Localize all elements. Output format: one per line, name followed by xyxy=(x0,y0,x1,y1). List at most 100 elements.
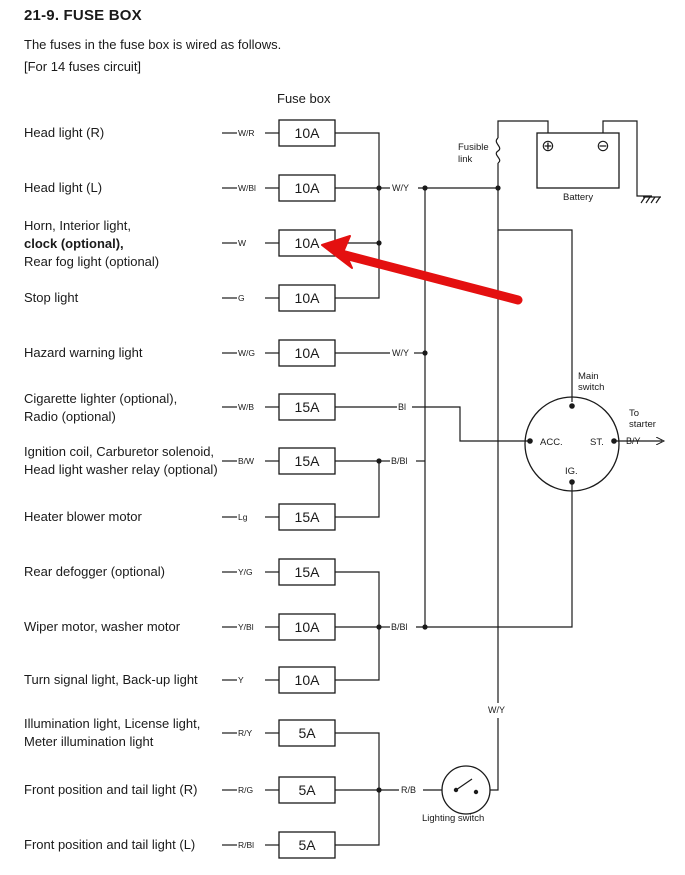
wire-color-labels: W/Y W/Y Bl B/Bl B/Bl W/Y R/B B/Y xyxy=(391,183,641,795)
fuse-row: W/R 10A xyxy=(222,119,336,147)
section-title: 21-9. FUSE BOX xyxy=(24,7,142,24)
acc-terminal-label: ACC. xyxy=(540,437,563,448)
wire-color-label: B/W xyxy=(238,456,254,466)
fuse-box xyxy=(278,174,336,202)
wire-color-label: R/Bl xyxy=(238,840,254,850)
circuit-label-line: Front position and tail light (R) xyxy=(24,782,198,797)
lighting-switch-label: Lighting switch xyxy=(422,813,484,824)
fuse-box xyxy=(278,666,336,694)
circuit-label-line: Head light (L) xyxy=(24,180,103,195)
circuit-label-line: Hazard warning light xyxy=(24,345,143,360)
battery-icon: ⊕ ⊖ xyxy=(536,132,620,189)
circuit-label-line: Rear fog light (optional) xyxy=(24,254,160,269)
fuse-row: Y/G 15A xyxy=(222,558,336,586)
circuit-label-line: Horn, Interior light, xyxy=(24,218,131,233)
fuse-box xyxy=(278,613,336,641)
circuit-label: Front position and tail light (L) xyxy=(24,836,195,854)
fuse-box xyxy=(278,119,336,147)
fuse-rating: 15A xyxy=(295,564,321,580)
circuit-label: Ignition coil, Carburetor solenoid, Head … xyxy=(24,443,218,479)
fuse-row: W/Bl 10A xyxy=(222,174,336,202)
fuse-rating: 10A xyxy=(295,290,321,306)
fuse-row: G 10A xyxy=(222,284,336,312)
circuit-label-line: Head light (R) xyxy=(24,125,105,140)
circuit-label-line: Rear defogger (optional) xyxy=(24,564,165,579)
fuse-row: Lg 15A xyxy=(222,503,336,531)
fuse-rating: 5A xyxy=(298,725,316,741)
ground-icon xyxy=(640,196,661,204)
wire-color-label: W/G xyxy=(238,348,255,358)
wy-vertical-label: W/Y xyxy=(488,705,505,715)
main-switch-icon xyxy=(524,396,620,492)
to-starter-label-2: starter xyxy=(629,419,656,430)
wire-color-label: W/Bl xyxy=(238,183,256,193)
fuse-box xyxy=(278,339,336,367)
fuse-row: R/Y 5A xyxy=(222,719,336,747)
intro-text: The fuses in the fuse box is wired as fo… xyxy=(24,37,282,52)
b-bl-ig-label: B/Bl xyxy=(391,456,408,466)
circuit-label-line: clock (optional), xyxy=(24,236,124,251)
starter-wire-label: B/Y xyxy=(626,436,641,446)
circuit-label-line: Ignition coil, Carburetor solenoid, xyxy=(24,444,215,459)
battery-plus-icon: ⊕ xyxy=(541,138,554,155)
circuit-label: Cigarette lighter (optional),Radio (opti… xyxy=(24,390,177,426)
circuit-label: Head light (R) xyxy=(24,124,104,142)
circuit-label-line: Stop light xyxy=(24,290,79,305)
circuit-label-line: Front position and tail light (L) xyxy=(24,837,196,852)
circuit-label-line: Heater blower motor xyxy=(24,509,142,524)
main-switch-label-1: Main xyxy=(578,371,599,382)
circuit-label: Hazard warning light xyxy=(24,344,143,362)
fuse-box xyxy=(278,447,336,475)
fuse-box xyxy=(278,776,336,804)
component-labels: Fusible link Battery Main switch To star… xyxy=(422,142,656,824)
circuit-label-line: Cigarette lighter (optional), xyxy=(24,391,178,406)
fuse-box xyxy=(278,284,336,312)
wire-color-label: G xyxy=(238,293,245,303)
lighting-switch-icon xyxy=(441,765,491,815)
red-arrow-annotation xyxy=(321,235,523,305)
wire-color-label: W xyxy=(238,238,246,248)
fuse-box xyxy=(278,831,336,859)
battery-minus-icon: ⊖ xyxy=(596,138,609,155)
wire-color-label: W/R xyxy=(238,128,255,138)
wire-color-label: Y/Bl xyxy=(238,622,254,632)
fuse-rating: 15A xyxy=(295,509,321,525)
wire-color-label: Lg xyxy=(238,512,248,522)
wire-color-label: Y xyxy=(238,675,244,685)
wire-color-label: W/B xyxy=(238,402,254,412)
circuit-label-line: Illumination light, License light, xyxy=(24,716,201,731)
fuse-rating: 15A xyxy=(295,453,321,469)
fuse-rating: 10A xyxy=(295,235,321,251)
fuse-rating: 10A xyxy=(295,180,321,196)
fuse-box xyxy=(278,558,336,586)
circuit-label: Heater blower motor xyxy=(24,508,142,526)
wire-color-label: R/Y xyxy=(238,728,253,738)
wire-color-label: Y/G xyxy=(238,567,253,577)
circuit-label: Front position and tail light (R) xyxy=(24,781,197,799)
ig-terminal-label: IG. xyxy=(565,466,578,477)
bus-wires xyxy=(335,120,652,846)
circuit-label-line: Turn signal light, Back-up light xyxy=(24,672,198,687)
fuse-row: W 10A xyxy=(222,229,336,257)
b-bl-wiper-label: B/Bl xyxy=(391,622,408,632)
fuse-row: B/W 15A xyxy=(222,447,336,475)
circuit-label: Rear defogger (optional) xyxy=(24,563,165,581)
main-switch-label-2: switch xyxy=(578,382,604,393)
fuse-rating: 10A xyxy=(295,672,321,688)
fuse-rating: 5A xyxy=(298,782,316,798)
circuit-label: Illumination light, License light,Meter … xyxy=(24,715,200,751)
circuit-label: Wiper motor, washer motor xyxy=(24,618,180,636)
fuse-box xyxy=(278,393,336,421)
circuit-note: [For 14 fuses circuit] xyxy=(24,59,142,74)
fuse-rating: 10A xyxy=(295,125,321,141)
st-terminal-label: ST. xyxy=(590,437,604,448)
fuse-rating: 10A xyxy=(295,619,321,635)
circuit-label-line: Head light washer relay (optional) xyxy=(24,462,218,477)
bl-acc-label: Bl xyxy=(398,402,406,412)
wy-hazard-label: W/Y xyxy=(392,348,409,358)
